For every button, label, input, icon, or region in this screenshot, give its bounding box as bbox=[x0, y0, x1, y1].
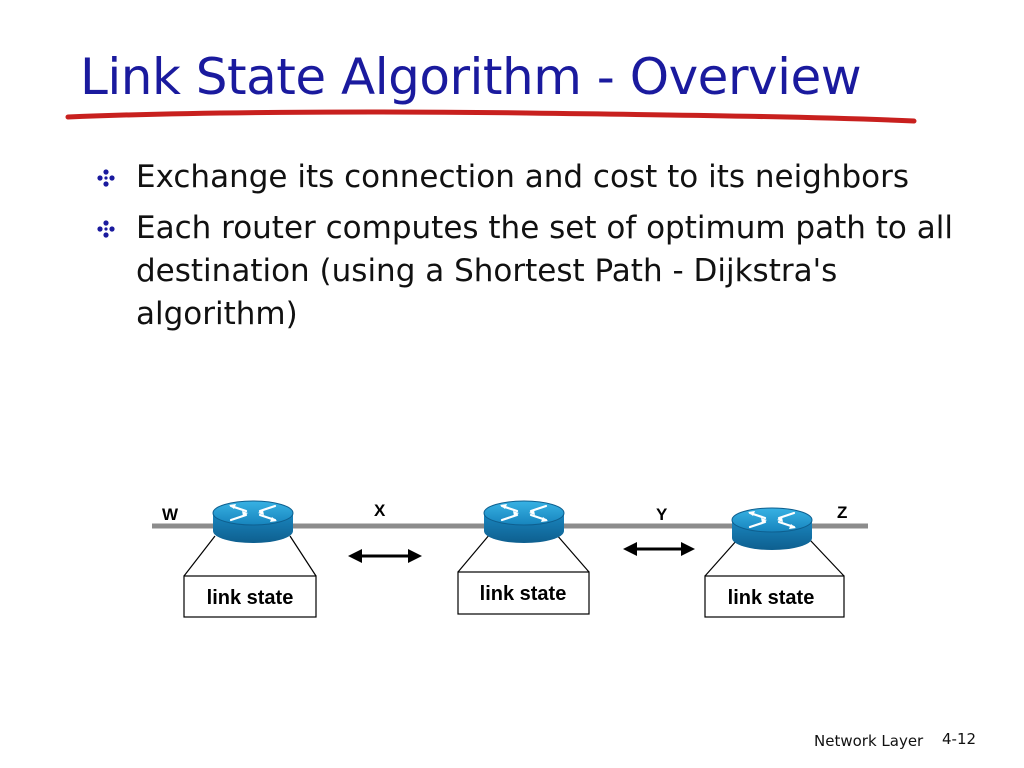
router-icon bbox=[211, 499, 295, 545]
router-icon bbox=[482, 499, 566, 545]
segment-label-w: W bbox=[162, 505, 179, 524]
router-1: link state bbox=[183, 499, 317, 618]
link-state-box bbox=[457, 571, 590, 615]
double-arrow-icon bbox=[348, 549, 422, 563]
router-2: link state bbox=[457, 499, 590, 615]
footer-label: Network Layer bbox=[814, 732, 924, 750]
diamond-dots-icon bbox=[97, 169, 115, 187]
link-state-box bbox=[704, 575, 845, 618]
network-diagram: W X Y Z link state link state link state bbox=[152, 499, 868, 618]
link-state-label: link state bbox=[728, 587, 815, 609]
page-title: Link State Algorithm - Overview bbox=[80, 48, 862, 106]
link-state-box bbox=[183, 575, 317, 618]
router-icon bbox=[730, 506, 814, 552]
bullet-item: Each router computes the set of optimum … bbox=[96, 207, 976, 336]
bullet-list: Exchange its connection and cost to its … bbox=[96, 156, 976, 344]
bullet-item: Exchange its connection and cost to its … bbox=[96, 156, 976, 199]
bullet-text: Each router computes the set of optimum … bbox=[136, 210, 953, 332]
diamond-dots-icon bbox=[97, 220, 115, 238]
segment-label-x: X bbox=[374, 501, 386, 520]
page-number: 4-12 bbox=[942, 730, 977, 748]
link-state-label: link state bbox=[207, 587, 294, 609]
bullet-text: Exchange its connection and cost to its … bbox=[136, 159, 910, 195]
router-3: link state bbox=[704, 506, 845, 618]
segment-label-z: Z bbox=[837, 503, 847, 522]
link-state-label: link state bbox=[480, 583, 567, 605]
title-underline bbox=[65, 109, 917, 124]
double-arrow-icon bbox=[623, 542, 695, 556]
segment-label-y: Y bbox=[656, 505, 668, 524]
